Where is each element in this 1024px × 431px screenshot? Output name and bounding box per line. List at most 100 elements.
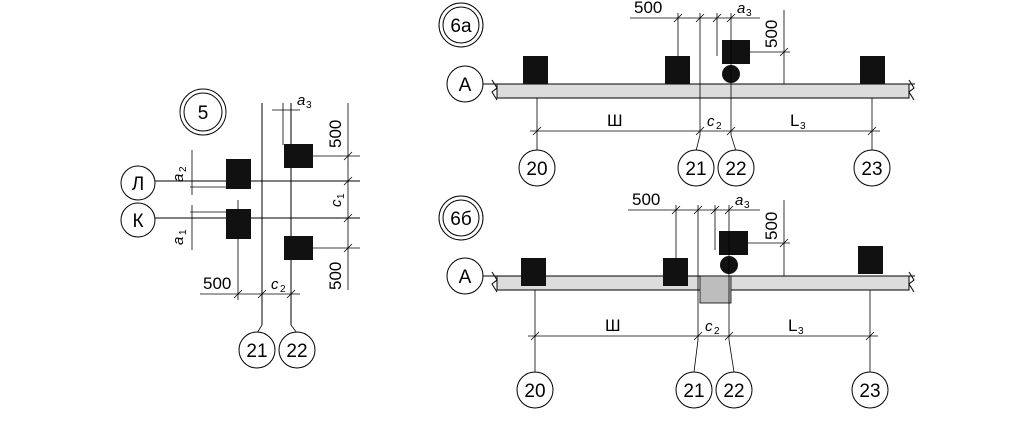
- leader-line: [730, 134, 737, 152]
- dim-l3: L: [790, 111, 799, 130]
- dim-tick: [724, 205, 734, 215]
- axis-label-23: 23: [859, 381, 880, 402]
- axis-label-l: Л: [132, 174, 144, 195]
- dim-tick: [673, 13, 683, 23]
- dim-tick: [343, 176, 353, 186]
- break-mark: [908, 79, 915, 101]
- dim-l3-sub: 3: [800, 121, 806, 132]
- column: [722, 40, 750, 64]
- dim-a1: а: [170, 237, 187, 245]
- dim-sh: Ш: [607, 111, 623, 130]
- column: [523, 56, 548, 84]
- dim-c2-sub: 2: [714, 326, 720, 337]
- detail-5-label: 5: [198, 103, 209, 124]
- axis-label-k: К: [132, 211, 143, 232]
- axis-bubble-23: [853, 149, 891, 187]
- column: [226, 159, 251, 189]
- dim-tick: [865, 331, 875, 341]
- axis-bubble-23: [851, 371, 889, 409]
- detail-5-label-inner: [183, 92, 223, 132]
- leader-line: [728, 339, 735, 373]
- dim-a1-sub: 1: [178, 229, 189, 235]
- dim-tick: [695, 126, 705, 136]
- detail-6a: 6а А 500 а 3 500: [438, 0, 915, 187]
- dim-c1-sub: 1: [336, 193, 347, 199]
- detail-6b-label: 6б: [450, 209, 472, 230]
- detail-6b-label-inner: [442, 199, 480, 237]
- dim-tick: [726, 126, 736, 136]
- axis-bubble-22: [715, 371, 753, 409]
- column: [226, 209, 251, 239]
- dim-l3: L: [788, 316, 797, 335]
- axis-label-a: А: [459, 75, 472, 96]
- dim-tick: [257, 289, 267, 299]
- dim-500: 500: [632, 190, 660, 209]
- axis-bubble-k: [120, 202, 156, 238]
- dim-tick: [693, 331, 703, 341]
- dim-a3: а: [737, 0, 745, 17]
- dim-tick: [530, 331, 540, 341]
- axis-label-20: 20: [526, 159, 547, 180]
- axis-label-22: 22: [723, 381, 744, 402]
- axis-bubble-21: [677, 149, 715, 187]
- column: [719, 231, 748, 255]
- dim-tick: [867, 126, 877, 136]
- axis-bubble-22: [717, 149, 755, 187]
- dim-tick: [286, 289, 296, 299]
- dim-a3: а: [297, 92, 305, 109]
- column: [284, 236, 313, 260]
- dim-tick: [710, 205, 720, 215]
- beam: [496, 83, 910, 99]
- dim-a2: а: [170, 174, 187, 182]
- dim-500-v: 500: [762, 20, 781, 48]
- dim-500-bottom: 500: [326, 262, 345, 290]
- leader-line: [695, 134, 701, 152]
- dim-tick: [343, 151, 353, 161]
- dim-500-v: 500: [762, 212, 781, 240]
- axis-bubble-21: [675, 371, 713, 409]
- dim-tick: [779, 238, 789, 248]
- axis-label-21: 21: [246, 341, 267, 362]
- dim-500: 500: [634, 0, 662, 17]
- column: [284, 144, 313, 168]
- detail-6a-label: 6а: [450, 16, 472, 37]
- dim-tick: [724, 331, 734, 341]
- dim-tick: [693, 205, 703, 215]
- detail-5: 5 Л К а 2 а 1 а 3: [120, 88, 360, 369]
- dim-a3-sub: 3: [306, 100, 312, 111]
- dim-l3-sub: 3: [798, 326, 804, 337]
- axis-bubble-20: [516, 371, 554, 409]
- break-mark: [491, 79, 498, 101]
- axis-label-22: 22: [725, 159, 746, 180]
- column: [663, 258, 688, 286]
- column: [858, 246, 883, 274]
- dim-500-top: 500: [326, 120, 345, 148]
- axis-label-22: 22: [286, 341, 307, 362]
- axis-label-23: 23: [861, 159, 882, 180]
- axis-bubble-21: [238, 331, 276, 369]
- column: [860, 56, 885, 84]
- dim-a3-sub: 3: [746, 8, 752, 19]
- dim-a3: а: [735, 192, 743, 209]
- axis-label-20: 20: [524, 381, 545, 402]
- break-mark: [908, 271, 915, 293]
- axis-label-21: 21: [683, 381, 704, 402]
- dim-c2-sub: 2: [716, 121, 722, 132]
- dim-sh: Ш: [605, 316, 621, 335]
- dim-c2: с: [707, 113, 715, 130]
- dim-a3-sub: 3: [744, 200, 750, 211]
- dim-c2: с: [271, 276, 279, 293]
- dim-c1: с: [328, 199, 345, 207]
- axis-label-a: А: [459, 267, 472, 288]
- beam-joint: [699, 275, 732, 304]
- dim-c2: с: [705, 318, 713, 335]
- axis-bubble-l: [120, 165, 156, 201]
- column: [521, 258, 546, 286]
- dim-a2-sub: 2: [178, 166, 189, 172]
- detail-6a-label-inner: [442, 6, 480, 44]
- detail-6b: 6б А 500 а 3 500: [438, 190, 915, 409]
- dim-tick: [726, 13, 736, 23]
- dim-tick: [779, 47, 789, 57]
